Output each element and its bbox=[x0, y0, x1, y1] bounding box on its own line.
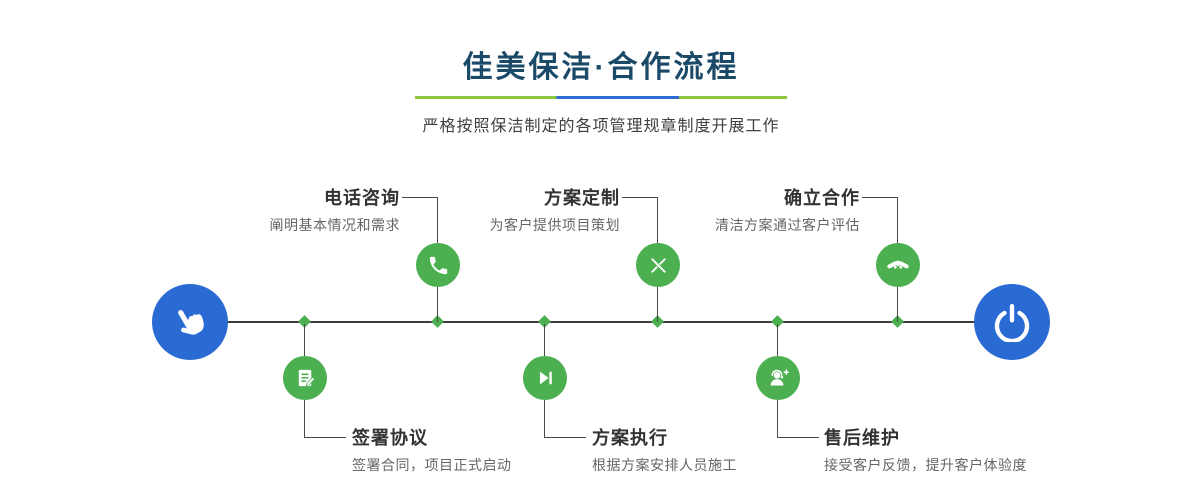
step-desc: 为客户提供项目策划 bbox=[489, 217, 620, 233]
handshake-icon bbox=[886, 253, 910, 277]
step-title: 方案定制 bbox=[544, 188, 620, 208]
timeline-end-node bbox=[974, 284, 1050, 360]
step-label-handshake: 确立合作 清洁方案通过客户评估 bbox=[715, 186, 860, 236]
step-label-design: 方案定制 为客户提供项目策划 bbox=[490, 186, 621, 236]
power-icon bbox=[992, 302, 1032, 342]
pointer-hand-icon bbox=[163, 295, 218, 350]
phone-icon bbox=[427, 254, 450, 277]
step-node-execute bbox=[523, 356, 567, 400]
step-node-contract bbox=[283, 356, 327, 400]
play-icon bbox=[534, 367, 556, 389]
page-subtitle: 严格按照保洁制定的各项管理规章制度开展工作 bbox=[422, 118, 780, 135]
connector bbox=[657, 287, 658, 322]
step-title: 确立合作 bbox=[784, 188, 860, 208]
connector bbox=[544, 437, 586, 438]
support-headset-icon bbox=[766, 366, 790, 390]
contract-icon bbox=[294, 367, 317, 390]
connector bbox=[657, 197, 658, 243]
step-label-phone: 电话咨询 阐明基本情况和需求 bbox=[270, 186, 401, 236]
step-desc: 签署合同，项目正式启动 bbox=[352, 457, 512, 473]
connector bbox=[304, 437, 346, 438]
connector bbox=[544, 400, 545, 438]
step-desc: 接受客户反馈，提升客户体验度 bbox=[824, 457, 1027, 473]
step-desc: 清洁方案通过客户评估 bbox=[715, 217, 860, 233]
design-tools-icon bbox=[647, 254, 670, 277]
connector bbox=[897, 287, 898, 322]
timeline-start-node bbox=[152, 284, 228, 360]
timeline-line bbox=[190, 321, 1012, 323]
step-node-design bbox=[636, 243, 680, 287]
step-label-support: 售后维护 接受客户反馈，提升客户体验度 bbox=[824, 426, 1027, 476]
title-divider bbox=[415, 96, 787, 99]
step-title: 售后维护 bbox=[824, 428, 900, 448]
connector bbox=[897, 197, 898, 243]
step-node-handshake bbox=[876, 243, 920, 287]
connector bbox=[777, 437, 819, 438]
step-title: 电话咨询 bbox=[324, 188, 400, 208]
connector bbox=[402, 197, 438, 198]
connector bbox=[622, 197, 658, 198]
connector bbox=[777, 400, 778, 438]
connector bbox=[437, 197, 438, 243]
step-label-contract: 签署协议 签署合同，项目正式启动 bbox=[352, 426, 512, 476]
connector bbox=[304, 324, 305, 356]
connector bbox=[304, 400, 305, 438]
connector bbox=[862, 197, 898, 198]
page-title: 佳美保洁·合作流程 bbox=[462, 51, 740, 84]
step-node-phone bbox=[416, 243, 460, 287]
connector bbox=[544, 324, 545, 356]
step-desc: 阐明基本情况和需求 bbox=[269, 217, 400, 233]
step-desc: 根据方案安排人员施工 bbox=[592, 457, 737, 473]
step-node-support bbox=[756, 356, 800, 400]
step-label-execute: 方案执行 根据方案安排人员施工 bbox=[592, 426, 737, 476]
connector bbox=[437, 287, 438, 322]
step-title: 签署协议 bbox=[352, 428, 428, 448]
connector bbox=[777, 324, 778, 356]
step-title: 方案执行 bbox=[592, 428, 668, 448]
